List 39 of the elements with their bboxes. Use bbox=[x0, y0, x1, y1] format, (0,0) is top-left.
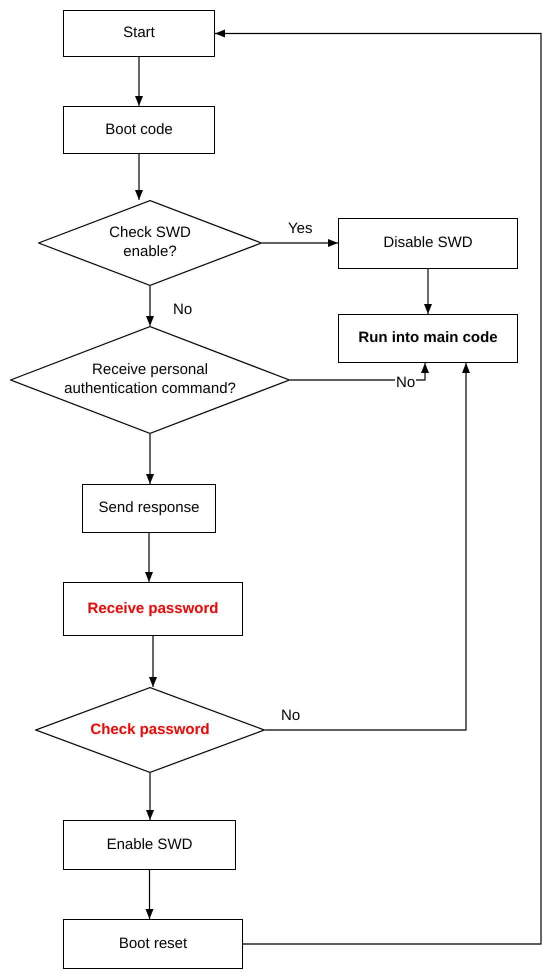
box-label: Boot code bbox=[105, 120, 173, 140]
box-label: Start bbox=[123, 24, 155, 43]
process-box bbox=[338, 314, 518, 363]
edge-label: No bbox=[395, 375, 416, 390]
arrow bbox=[146, 286, 154, 326]
process-box bbox=[338, 218, 518, 269]
edge-label: Yes bbox=[287, 221, 314, 236]
decision-diamond bbox=[38, 200, 262, 286]
decision-diamond bbox=[10, 326, 290, 434]
arrow bbox=[146, 773, 154, 820]
arrow bbox=[262, 239, 338, 247]
process-box bbox=[63, 820, 236, 870]
arrow bbox=[146, 870, 154, 919]
box-label: Enable SWD bbox=[106, 836, 192, 854]
process-box bbox=[82, 484, 216, 533]
box-label: Disable SWD bbox=[383, 234, 473, 253]
diamond-label: Receive personal authentication command? bbox=[63, 361, 237, 399]
arrow bbox=[146, 434, 154, 484]
arrow bbox=[215, 30, 542, 945]
diamond-label: Check password bbox=[90, 720, 210, 740]
process-box bbox=[63, 106, 215, 154]
edge-label: No bbox=[172, 302, 194, 317]
arrow bbox=[149, 636, 157, 687]
process-box bbox=[63, 919, 243, 969]
decision-diamond bbox=[35, 687, 265, 773]
arrow bbox=[135, 57, 143, 106]
diamond-label: Check SWD enable? bbox=[108, 224, 192, 262]
box-label: Receive password bbox=[88, 600, 218, 618]
arrow bbox=[290, 363, 429, 381]
arrow bbox=[424, 269, 432, 314]
edge-label: No bbox=[280, 708, 302, 723]
box-label: Boot reset bbox=[118, 934, 188, 954]
process-box bbox=[63, 582, 243, 636]
arrow bbox=[265, 363, 470, 731]
box-label: Run into main code bbox=[358, 329, 498, 348]
arrow bbox=[135, 154, 143, 200]
process-box bbox=[63, 10, 215, 57]
arrow bbox=[145, 533, 153, 582]
box-label: Send response bbox=[98, 499, 200, 518]
